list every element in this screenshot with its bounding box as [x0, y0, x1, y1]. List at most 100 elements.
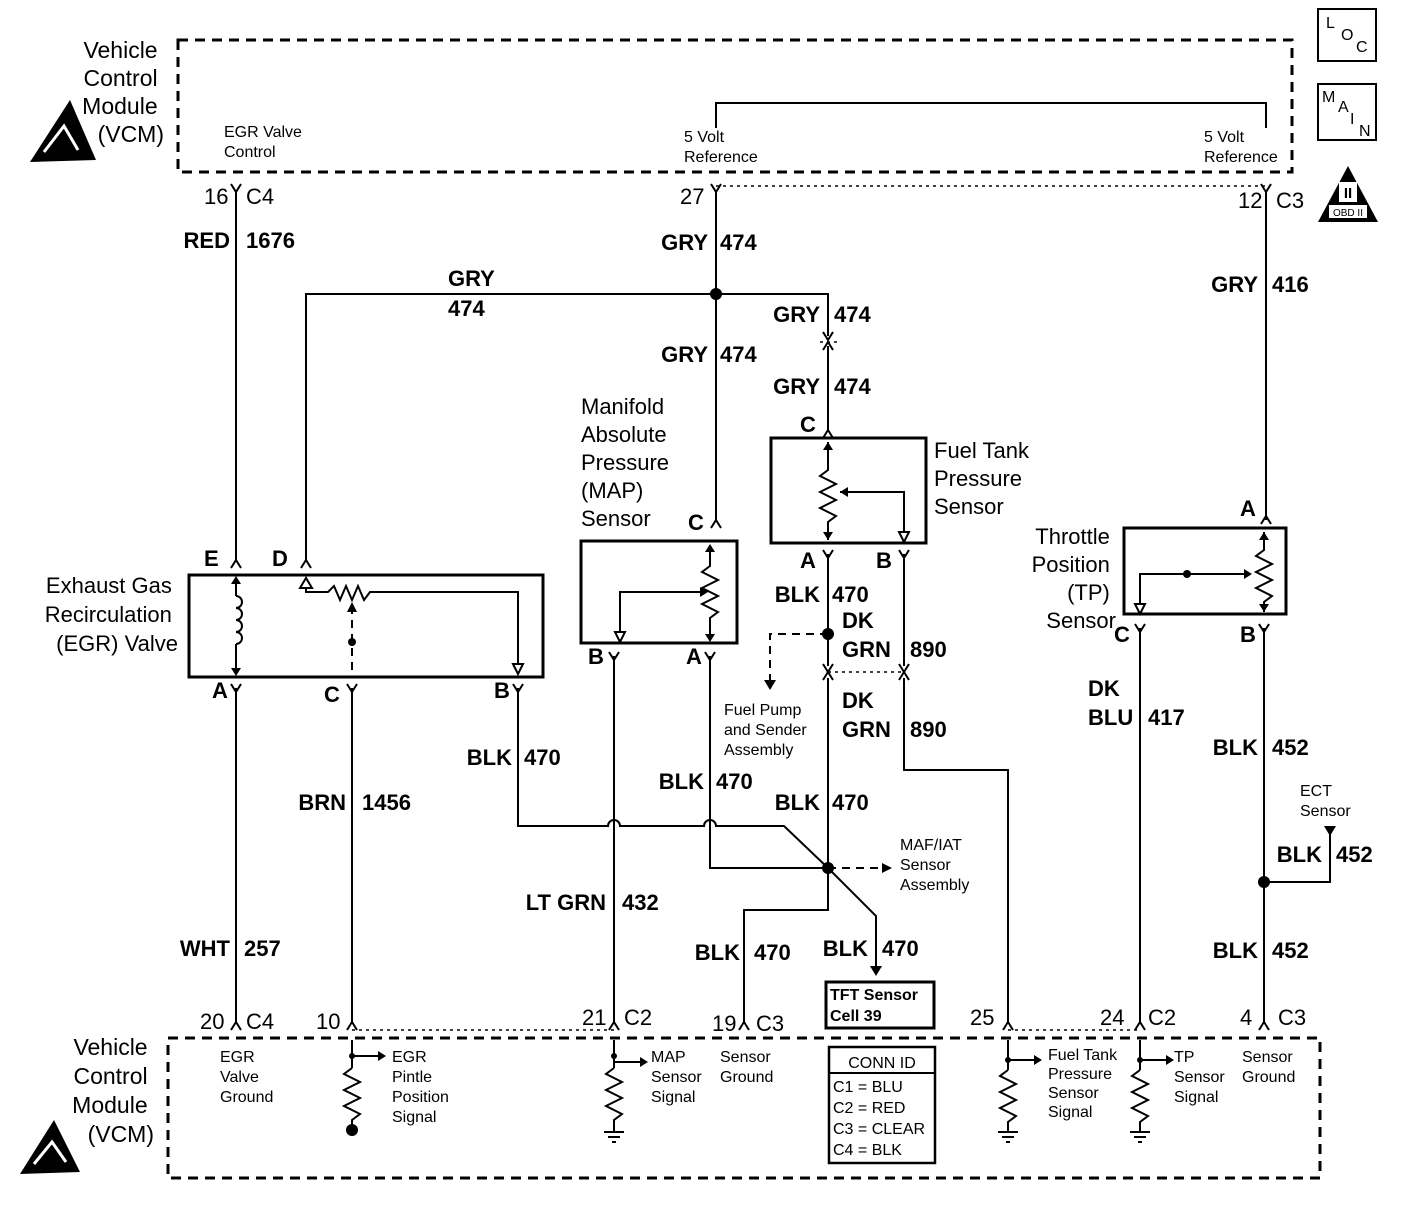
- splice: [710, 288, 722, 300]
- wire-color: GRY: [448, 266, 495, 291]
- pin-number: 20: [200, 1009, 224, 1034]
- wire-color: GRY: [773, 374, 820, 399]
- wire-circuit: 452: [1272, 938, 1309, 963]
- pin-number: 24: [1100, 1005, 1124, 1030]
- wire-circuit: 474: [834, 302, 871, 327]
- ect-sensor-label: ECT Sensor: [1300, 783, 1351, 820]
- pin-number: 16: [204, 184, 228, 209]
- splice: [822, 862, 834, 874]
- wire-blk-470-egr: [517, 688, 829, 869]
- tft-sensor-box: TFT Sensor Cell 39: [824, 980, 936, 1030]
- wire-circuit: 470: [832, 582, 869, 607]
- wire-circuit: 452: [1336, 842, 1373, 867]
- egr-valve-control-label: EGR Valve Control: [224, 124, 306, 161]
- terminal-a: A: [212, 678, 228, 703]
- internal-resistor-fuel-tank: [997, 1040, 1042, 1143]
- wire-circuit: 1676: [246, 228, 295, 253]
- pin-number: 10: [316, 1009, 340, 1034]
- splice: [1258, 876, 1270, 888]
- terminal-a: A: [686, 644, 702, 669]
- wire-circuit: 432: [622, 890, 659, 915]
- svg-text:II: II: [1344, 185, 1352, 202]
- wire-dkgrn-890: [903, 678, 1009, 1024]
- connector-id: C3: [1276, 188, 1304, 213]
- terminal-b: B: [876, 548, 892, 573]
- wire-circuit: 470: [754, 940, 791, 965]
- sensor-ground-label-2: Sensor Ground: [1242, 1049, 1297, 1086]
- svg-text:OBD II: OBD II: [1333, 208, 1363, 219]
- connector-id: C4: [246, 1009, 274, 1034]
- main-icon: M A I N: [1317, 83, 1377, 141]
- pin-number: 21: [582, 1005, 606, 1030]
- 5v-reference-label-a: 5 Volt Reference: [684, 129, 758, 166]
- pin-number: 12: [1238, 188, 1262, 213]
- wire-blk-470-map: [709, 656, 828, 869]
- terminal-c: C: [688, 510, 704, 535]
- conn-id-row: C1 = BLU: [833, 1079, 903, 1096]
- pin-number: 27: [680, 184, 704, 209]
- wire-color: BLK: [695, 940, 740, 965]
- wire-color: DK: [842, 688, 874, 713]
- egr-valve-label: Exhaust Gas Recirculation (EGR) Valve: [45, 573, 178, 656]
- vcm-bottom-title: Vehicle Control Module (VCM): [72, 1034, 154, 1147]
- wire-color: BLK: [823, 936, 868, 961]
- wire-color: BRN: [298, 790, 346, 815]
- maf-iat-label: MAF/IAT Sensor Assembly: [900, 837, 969, 894]
- esd-warning-icon: [30, 100, 96, 162]
- terminal-a: A: [800, 548, 816, 573]
- tp-sensor-label: Throttle Position (TP) Sensor: [1032, 524, 1116, 633]
- splice: [822, 628, 834, 640]
- wire-color: LT GRN: [526, 890, 606, 915]
- svg-text:L: L: [1326, 15, 1335, 32]
- internal-5v-link: [715, 102, 1267, 128]
- svg-text:M: M: [1322, 89, 1335, 106]
- vcm-top-box: [176, 38, 1294, 174]
- pin-number: 19: [712, 1011, 736, 1036]
- fuel-tank-signal-label: Fuel Tank Pressure Sensor Signal: [1048, 1047, 1122, 1121]
- tp-sensor-signal-label: TP Sensor Signal: [1174, 1049, 1229, 1106]
- map-sensor: Manifold Absolute Pressure (MAP) Sensor: [579, 394, 739, 645]
- wire-circuit: 470: [882, 936, 919, 961]
- wire-circuit: 257: [244, 936, 281, 961]
- fuel-pump-label: Fuel Pump and Sender Assembly: [724, 702, 811, 759]
- egr-pintle-signal-label: EGR Pintle Position Signal: [392, 1049, 453, 1126]
- wire-circuit: 890: [910, 717, 947, 742]
- wire-blk-470-ground: [743, 868, 829, 1024]
- pin-number: 4: [1240, 1005, 1252, 1030]
- wire-color: GRY: [661, 230, 708, 255]
- wire-labels: RED 1676 GRY 474 GRY 474 GRY 474 GRY 474…: [180, 228, 1373, 965]
- conn-id-table: CONN ID C1 = BLU C2 = RED C3 = CLEAR C4 …: [827, 1045, 937, 1165]
- terminal-b: B: [1240, 622, 1256, 647]
- wires: [235, 190, 1336, 1024]
- loc-icon: L O C: [1317, 8, 1377, 62]
- conn-id-title: CONN ID: [848, 1055, 916, 1072]
- wire-blk-470-tft: [827, 867, 877, 968]
- wire-color: GRN: [842, 717, 891, 742]
- wire-color: BLK: [1277, 842, 1322, 867]
- wire-gry-474-fuel-tank: [716, 293, 829, 336]
- terminal-c: C: [324, 682, 340, 707]
- tft-sensor-label: TFT Sensor Cell 39: [830, 987, 922, 1025]
- conn-id-row: C4 = BLK: [833, 1142, 902, 1159]
- internal-resistor-egr-pintle: [341, 1040, 386, 1136]
- connector-id: C2: [1148, 1005, 1176, 1030]
- connector-id: C2: [624, 1005, 652, 1030]
- terminal-b: B: [494, 678, 510, 703]
- terminal-b: B: [588, 644, 604, 669]
- wire-color: DK: [842, 608, 874, 633]
- egr-valve-ground-label: EGR Valve Ground: [220, 1049, 273, 1106]
- connector-id: C4: [246, 184, 274, 209]
- wire-circuit: 474: [720, 230, 757, 255]
- wire-color: DK: [1088, 676, 1120, 701]
- svg-text:A: A: [1338, 99, 1349, 116]
- sensor-ground-label-1: Sensor Ground: [720, 1049, 775, 1086]
- fuel-tank-sensor-label: Fuel Tank Pressure Sensor: [934, 438, 1035, 519]
- map-sensor-label: Manifold Absolute Pressure (MAP) Sensor: [581, 394, 675, 531]
- wire-color: BLK: [1213, 938, 1258, 963]
- wire-circuit: 474: [448, 296, 485, 321]
- internal-resistor-map: [603, 1040, 648, 1143]
- wire-circuit: 417: [1148, 705, 1185, 730]
- connector-id: C3: [1278, 1005, 1306, 1030]
- wire-color: GRY: [773, 302, 820, 327]
